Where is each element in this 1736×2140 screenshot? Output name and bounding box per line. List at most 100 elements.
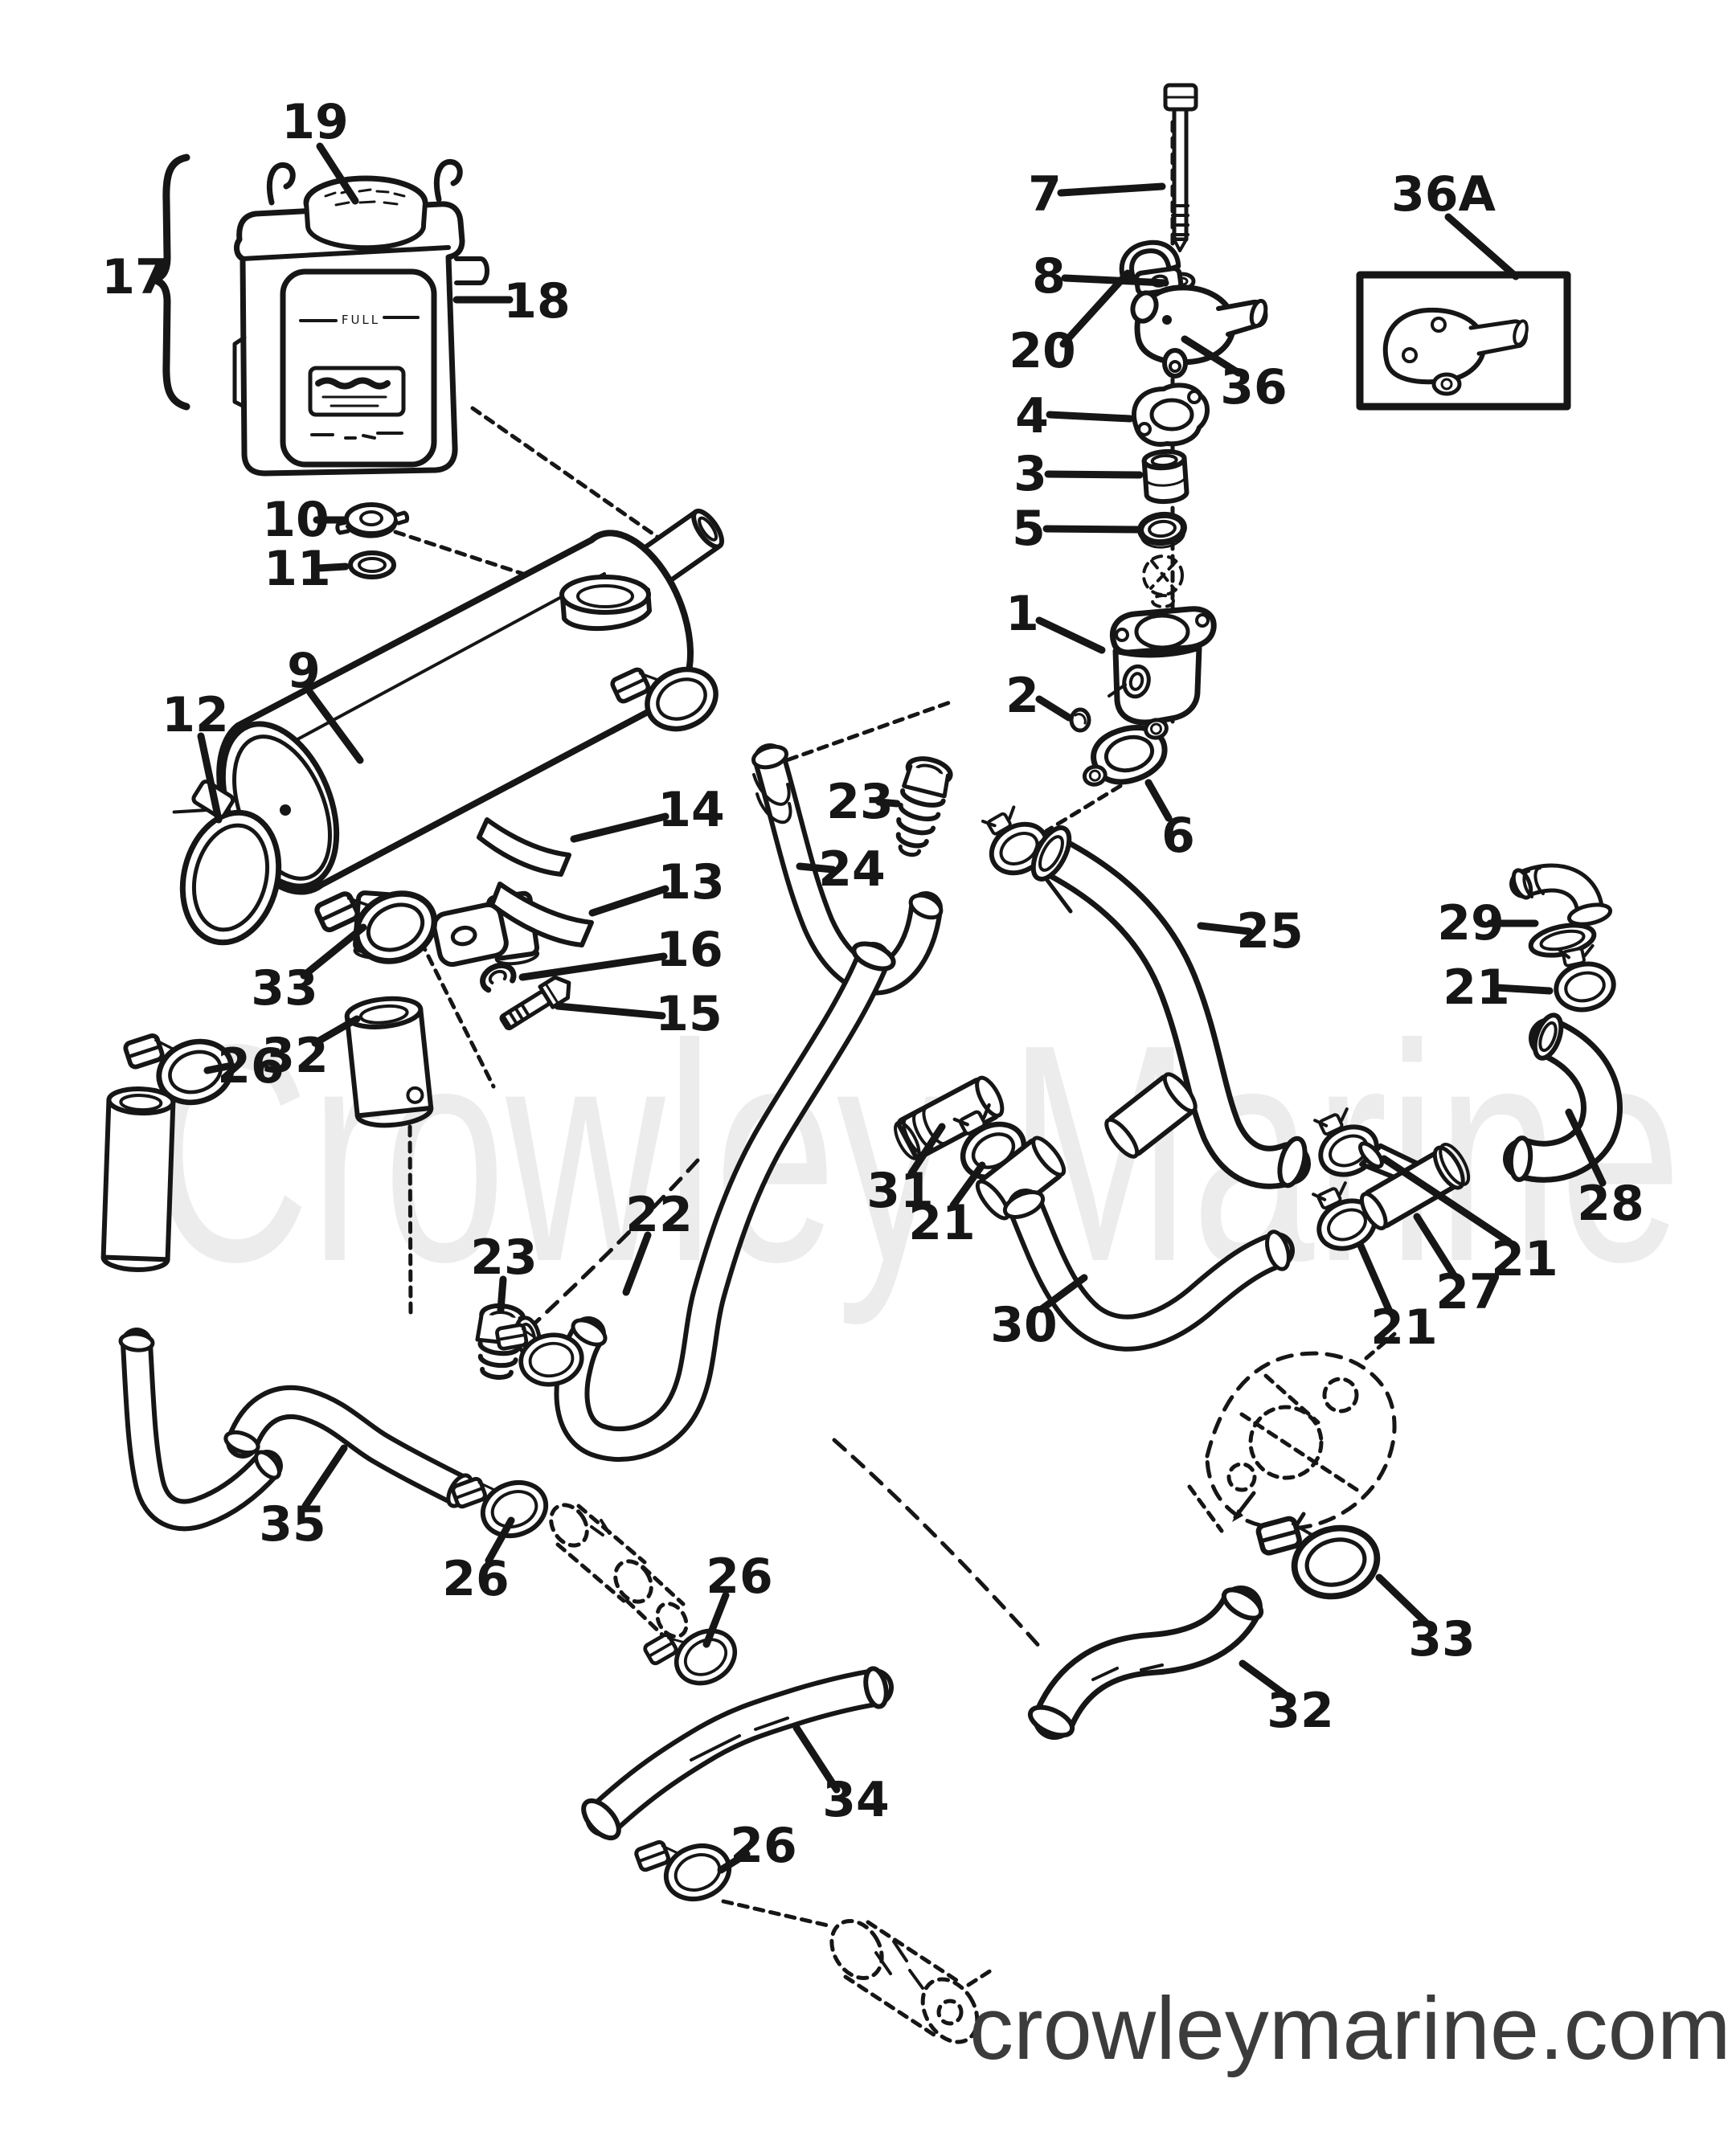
callout-label-18: 18	[503, 273, 571, 329]
callout-label-7: 7	[1028, 166, 1062, 223]
callout-label-36A: 36A	[1391, 166, 1496, 223]
cap-gasket-11	[348, 550, 396, 579]
callout-label-23: 23	[826, 774, 894, 830]
watermark-bottom: crowleymarine.com	[969, 1979, 1730, 2078]
callout-leader-28	[1565, 1108, 1607, 1187]
callout-leader-21	[949, 1161, 986, 1209]
callout-leader-34	[792, 1724, 841, 1794]
callout-leader-26	[203, 1062, 235, 1074]
callout-leader-21	[1380, 1155, 1513, 1246]
gasket-6	[1082, 718, 1169, 787]
tube-32-left	[344, 996, 434, 1128]
callout-leader-33	[1375, 1573, 1430, 1626]
callout-label-26: 26	[706, 1549, 773, 1605]
callout-label-33: 33	[1408, 1611, 1476, 1667]
callout-label-22: 22	[625, 1187, 693, 1243]
callout-leader-32	[311, 1015, 361, 1047]
callout-leader-20	[1059, 269, 1132, 348]
tank-top-edge	[240, 245, 451, 261]
hose-25	[1030, 825, 1311, 1189]
ghost-engine	[1187, 1332, 1397, 1543]
callout-label-6: 6	[1161, 808, 1195, 864]
callout-leader-11	[314, 563, 350, 572]
callout-label-28: 28	[1577, 1176, 1644, 1232]
hose-34	[581, 1666, 894, 1841]
tank-side-tab	[232, 335, 247, 409]
callout-label-2: 2	[1005, 668, 1039, 724]
straight-tube-left	[100, 1086, 176, 1272]
tank-spout	[454, 256, 489, 285]
thermostat-ghost	[1142, 554, 1184, 608]
l-hose-left	[118, 1328, 283, 1532]
callout-leader-21	[1492, 984, 1554, 995]
callout-leader-23	[875, 798, 901, 808]
tank-hook-right	[433, 158, 463, 203]
callout-leader-19	[316, 142, 359, 205]
callout-label-20: 20	[1009, 323, 1076, 379]
callout-label-35: 35	[259, 1496, 326, 1553]
lock-washer-16	[480, 963, 517, 993]
exchanger-body-line	[257, 572, 606, 762]
callout-label-14: 14	[657, 782, 725, 838]
hose-30	[1002, 1189, 1295, 1352]
callout-leader-25	[1197, 922, 1253, 935]
callout-label-26: 26	[730, 1818, 797, 1874]
callout-label-27: 27	[1435, 1264, 1503, 1320]
callout-label-8: 8	[1032, 248, 1066, 305]
callout-label-3: 3	[1013, 446, 1047, 502]
callout-leader-23	[497, 1275, 507, 1314]
fitting-23-top	[895, 756, 953, 857]
callout-leader-9	[306, 689, 364, 764]
thermostat-cover-36	[1130, 284, 1268, 378]
fitting-29	[1509, 863, 1613, 958]
callout-label-10: 10	[262, 492, 330, 548]
saddle-shim-14	[477, 817, 571, 877]
callout-leader-30	[1038, 1274, 1088, 1313]
bolt-7	[1163, 83, 1198, 252]
callout-label-32: 32	[261, 1028, 329, 1084]
clamp-33-right	[1257, 1499, 1385, 1611]
callout-label-11: 11	[264, 541, 331, 597]
callout-leader-13	[588, 885, 669, 917]
elbow-28	[1503, 1013, 1623, 1183]
callout-leader-21	[1357, 1242, 1394, 1316]
callout-leader-3	[1044, 470, 1144, 479]
callout-label-12: 12	[162, 687, 229, 743]
callout-label-26: 26	[442, 1551, 510, 1607]
callout-leader-33	[300, 923, 367, 980]
callout-label-5: 5	[1012, 501, 1046, 557]
hose-22	[554, 941, 896, 1463]
callout-leader-8	[1061, 274, 1169, 287]
callout-leader-5	[1042, 525, 1142, 534]
callout-label-1: 1	[1005, 586, 1039, 642]
callout-leader-26	[717, 1850, 751, 1874]
hose-24	[751, 743, 944, 996]
callout-label-4: 4	[1015, 388, 1049, 444]
callout-leader-24	[796, 862, 837, 874]
callout-leader-1	[1035, 616, 1106, 654]
tank-label-logo	[315, 377, 391, 390]
tank-cap-rim	[304, 200, 428, 251]
bolt-15	[499, 975, 571, 1031]
ghost-inline-coupler	[549, 1503, 689, 1640]
callout-label-29: 29	[1437, 895, 1505, 951]
callout-label-19: 19	[281, 94, 349, 150]
sleeve-3	[1141, 448, 1189, 505]
callout-label-33: 33	[251, 960, 318, 1017]
alternate-cover-box-36A	[1356, 271, 1571, 411]
callout-leader-4	[1046, 411, 1134, 423]
callout-label-32: 32	[1267, 1683, 1334, 1739]
callout-label-21: 21	[1370, 1299, 1438, 1356]
exchanger-neck	[559, 575, 652, 632]
elbow-32-right	[1027, 1586, 1264, 1740]
callout-leader-31	[907, 1123, 946, 1177]
hose-segment-b	[1104, 1072, 1198, 1159]
thermostat-housing-1	[1108, 606, 1217, 726]
tank-full-mark: FULL	[342, 313, 380, 327]
callout-label-30: 30	[990, 1297, 1058, 1353]
callout-label-15: 15	[655, 986, 723, 1042]
hose-31	[894, 1075, 1005, 1160]
